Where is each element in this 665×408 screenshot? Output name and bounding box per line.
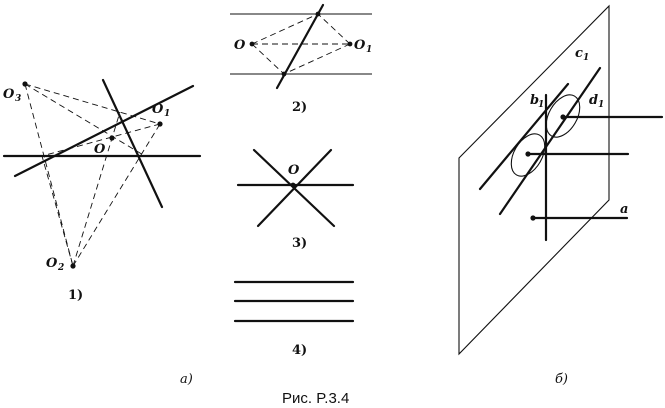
label-d1: d xyxy=(589,93,598,108)
plane-point-upper xyxy=(560,114,566,120)
fig3-point-o xyxy=(290,182,296,188)
fig2-dash-o-bottom xyxy=(251,43,285,75)
fig2-point-bottom xyxy=(281,71,287,77)
fig2-dash-o1-bottom xyxy=(283,43,351,75)
label-fig3: 3) xyxy=(292,236,307,251)
label-b1: b xyxy=(530,93,539,108)
label-fig4: 4) xyxy=(292,343,307,358)
fig1-dash-o2-o1 xyxy=(72,123,161,267)
label-o2-sub: 2 xyxy=(57,263,64,273)
line-b1 xyxy=(478,82,570,191)
point-o1 xyxy=(157,121,163,127)
fig1-dash-o3-p xyxy=(24,83,146,157)
fig2-label-o1-sub: 1 xyxy=(366,45,372,55)
plane-point-lower xyxy=(530,215,536,221)
label-c1: c xyxy=(575,46,583,61)
point-o3 xyxy=(22,81,28,87)
label-o1: O xyxy=(152,102,164,117)
line-c1 xyxy=(498,66,602,216)
label-c1-sub: 1 xyxy=(583,53,589,63)
fig2-dash-o1-top xyxy=(317,13,351,45)
fig2-point-top xyxy=(315,11,321,17)
fig1-dash-o1-r xyxy=(41,123,161,157)
circle-upper xyxy=(545,94,581,138)
part-label-b: б) xyxy=(555,372,568,387)
figure-b-plane: c 1 b 1 d 1 a xyxy=(458,4,664,356)
point-o xyxy=(109,135,115,141)
figure-caption: Рис. P.3.4 xyxy=(282,390,349,407)
point-o2 xyxy=(70,263,76,269)
fig1-dash-o2-r xyxy=(41,155,74,267)
label-a: a xyxy=(620,202,628,217)
fig2-point-o1 xyxy=(347,41,353,47)
label-o2: O xyxy=(46,256,58,271)
figure-2-parallel-rhombus: O O 1 2) xyxy=(230,3,372,115)
fig3-label-o: O xyxy=(288,163,300,178)
label-b1-sub: 1 xyxy=(538,100,544,110)
circle-lower xyxy=(510,133,546,177)
label-o: O xyxy=(94,142,106,157)
fig1-line-steep xyxy=(101,78,164,209)
fig3-line-asc xyxy=(256,148,333,228)
figure-3-concurrent-lines: O 3) xyxy=(236,148,355,251)
label-o3: O xyxy=(3,87,15,102)
label-o3-sub: 3 xyxy=(15,94,21,104)
part-label-a: а) xyxy=(180,372,193,387)
label-d1-sub: 1 xyxy=(598,100,604,110)
label-o1-sub: 1 xyxy=(164,109,170,119)
fig2-label-o1: O xyxy=(354,38,366,53)
fig2-point-o xyxy=(249,41,255,47)
figure-1-triangle-lines: O 3 O 1 O O 2 1) xyxy=(2,78,202,303)
fig2-dash-o-top xyxy=(251,13,319,45)
label-fig1: 1) xyxy=(68,288,83,303)
fig1-dash-o3-o2 xyxy=(24,83,74,267)
plane-parallelogram xyxy=(458,4,610,356)
plane-point-middle xyxy=(525,151,531,157)
label-fig2: 2) xyxy=(292,100,307,115)
fig1-dash-o3-o1 xyxy=(24,83,161,125)
figure-4-parallel-lines: 4) xyxy=(233,280,355,358)
fig2-label-o: O xyxy=(234,38,246,53)
